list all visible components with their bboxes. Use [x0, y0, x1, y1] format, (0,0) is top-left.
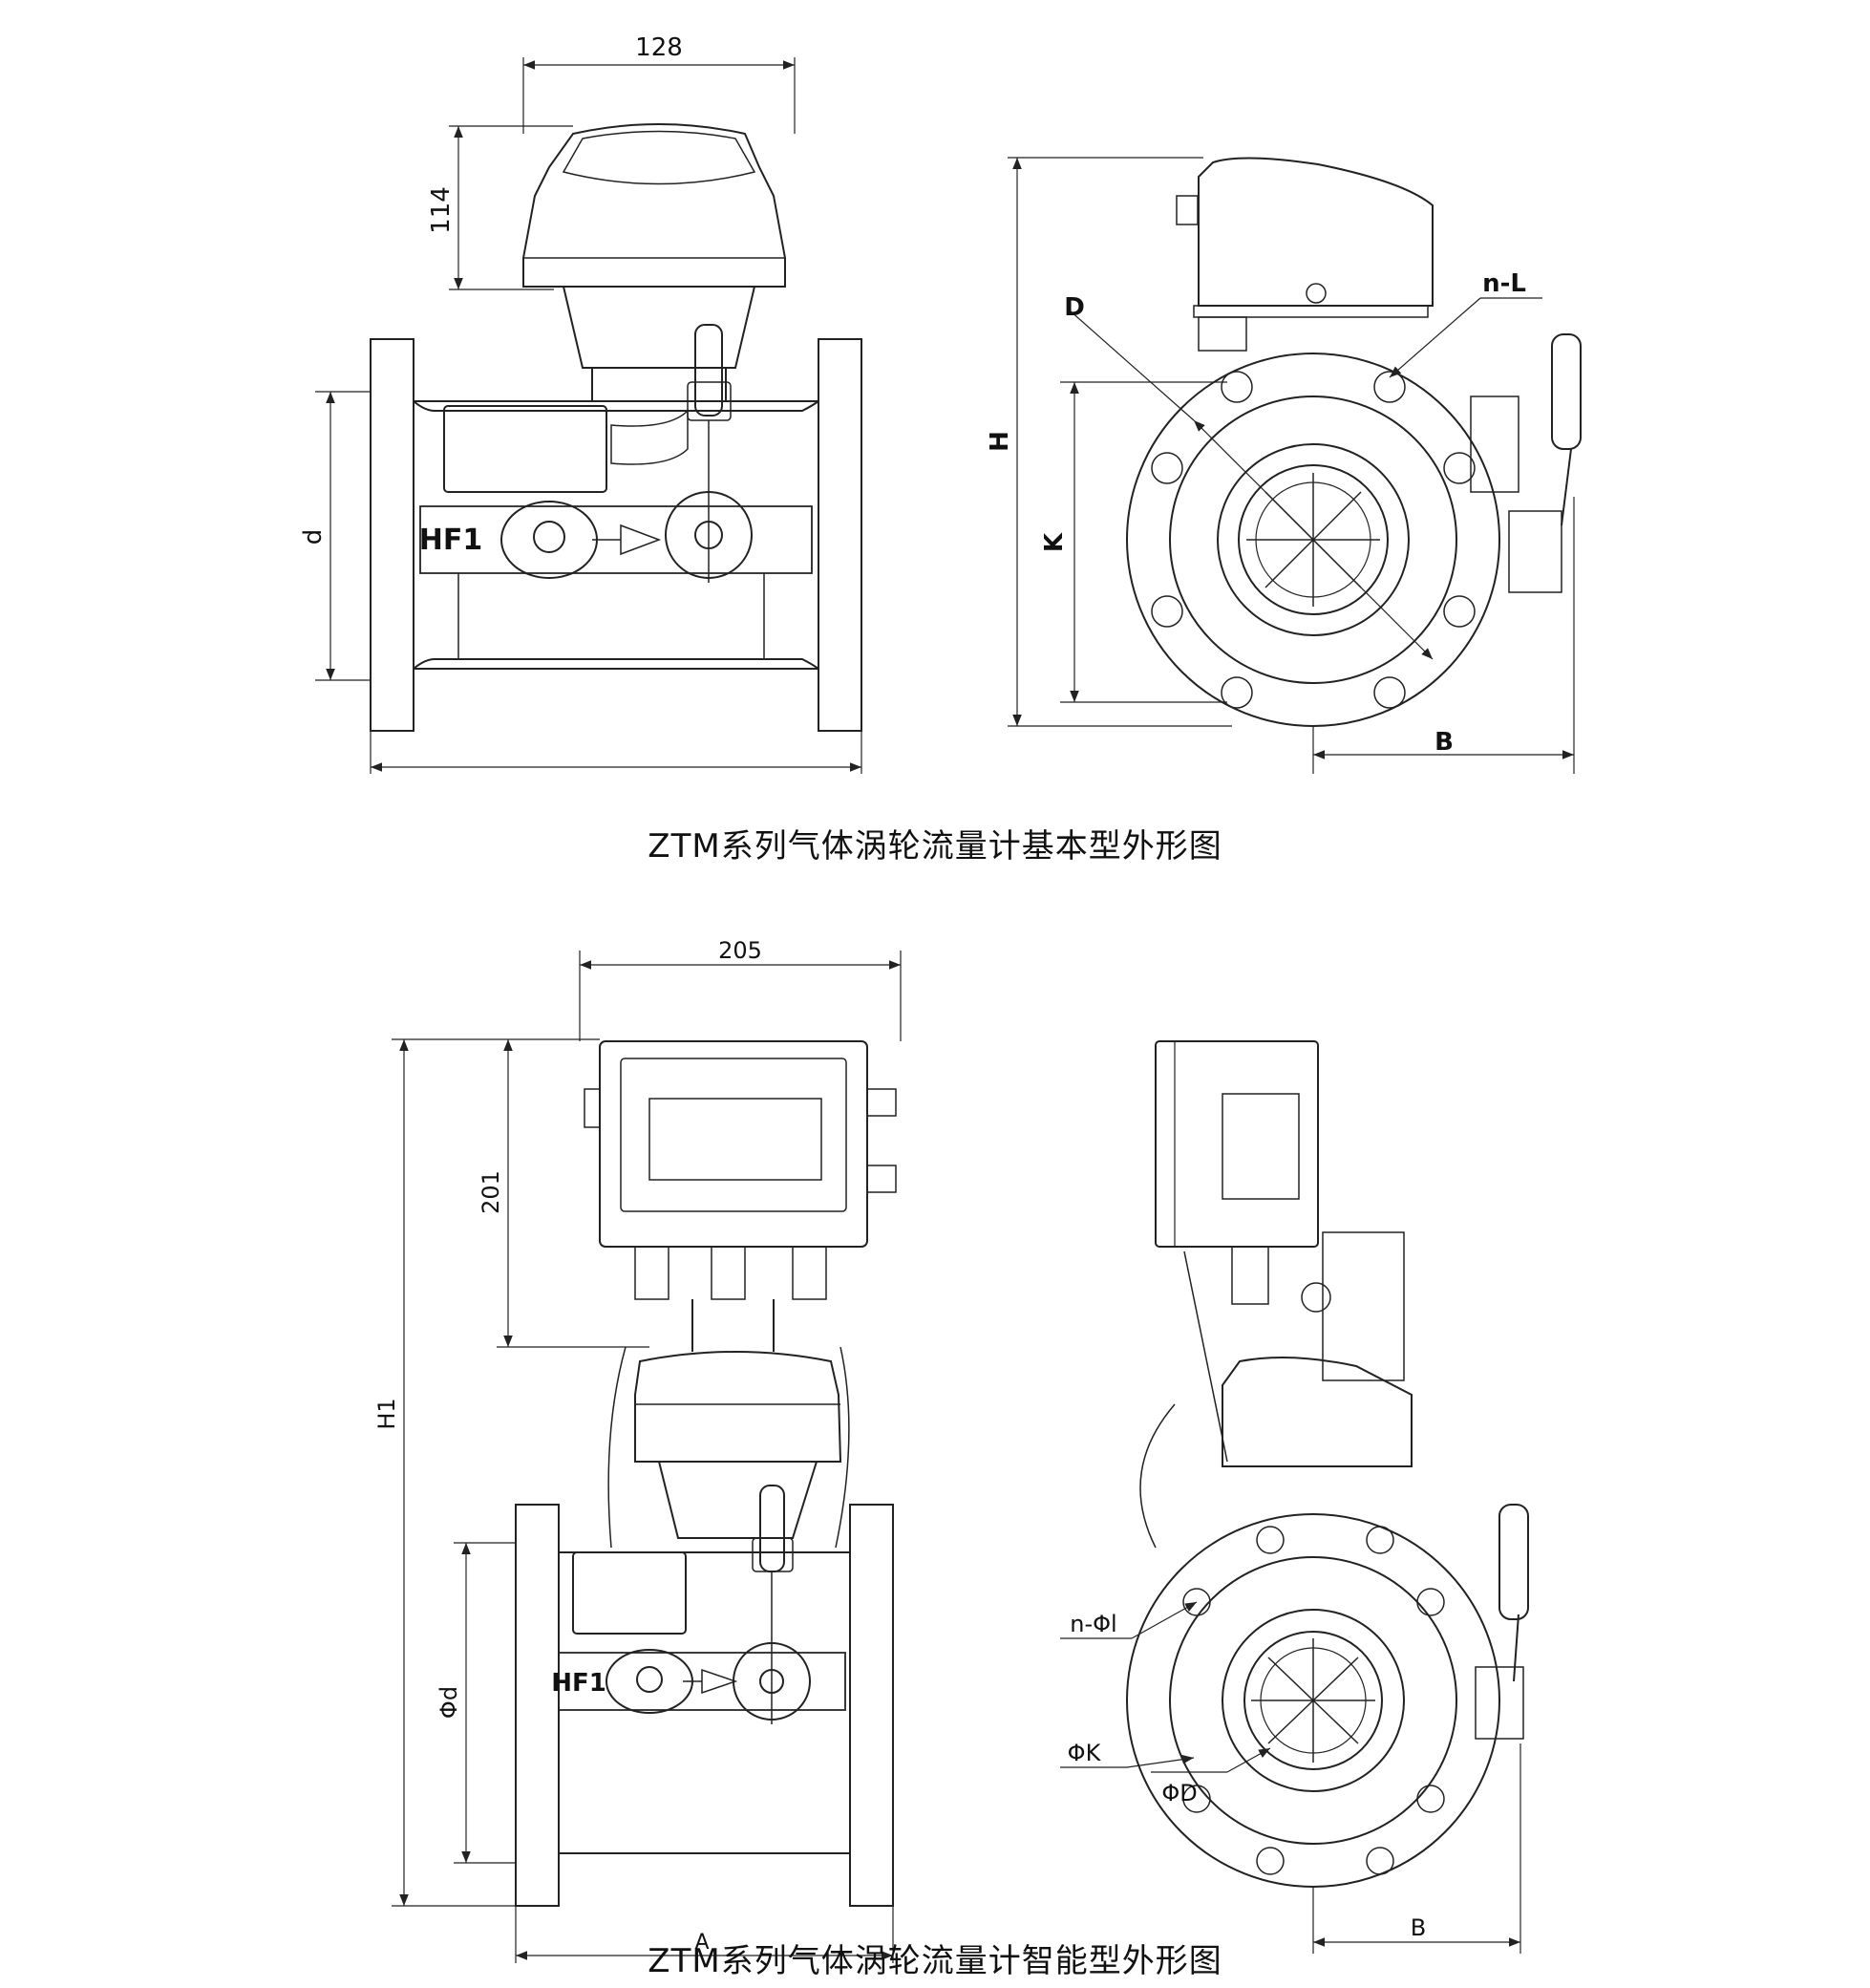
fig1-side-labels: D n-L H K B — [986, 269, 1526, 757]
fig1-side-view — [1008, 157, 1582, 774]
fig2-dim-H1: H1 — [373, 1398, 400, 1429]
fig2-caption: ZTM系列气体涡轮流量计智能型外形图 — [648, 1942, 1222, 1980]
fig2-side-labels: n-Φl ΦK ΦD B — [1068, 1611, 1427, 1941]
fig1-dim-H: H — [986, 431, 1014, 452]
fig1-dim-K: K — [1040, 532, 1069, 552]
fig1-dim-height: 114 — [427, 186, 456, 234]
fig2-dim-nphil: n-Φl — [1070, 1611, 1116, 1637]
fig2-front-labels: 205 201 H1 Φd A HF1 — [373, 937, 762, 1955]
fig2-dim-A: A — [694, 1931, 709, 1955]
fig1-dim-D: D — [1064, 293, 1085, 322]
fig1-dim-nL: n-L — [1482, 269, 1526, 298]
fig1-hf-label: HF1 — [419, 524, 482, 557]
fig1-dim-width: 128 — [635, 33, 683, 62]
fig2-front-view — [392, 951, 902, 1963]
fig2-hf-label: HF1 — [551, 1669, 606, 1698]
fig2-dim-B: B — [1411, 1914, 1426, 1941]
fig1-dim-d: d — [299, 529, 328, 545]
fig2-side-view — [1060, 1040, 1529, 1954]
fig1-front-view — [315, 57, 862, 774]
fig2-dim-width: 205 — [718, 937, 762, 964]
fig2-dim-phid: Φd — [436, 1686, 462, 1719]
fig1-caption: ZTM系列气体涡轮流量计基本型外形图 — [648, 827, 1222, 866]
fig2-dim-height: 201 — [478, 1170, 504, 1214]
fig2-dim-phiK: ΦK — [1068, 1740, 1102, 1766]
fig1-front-labels: 128 114 d HF1 — [299, 33, 683, 557]
fig1-dim-B: B — [1434, 728, 1454, 757]
fig2-dim-phiD: ΦD — [1161, 1780, 1197, 1806]
